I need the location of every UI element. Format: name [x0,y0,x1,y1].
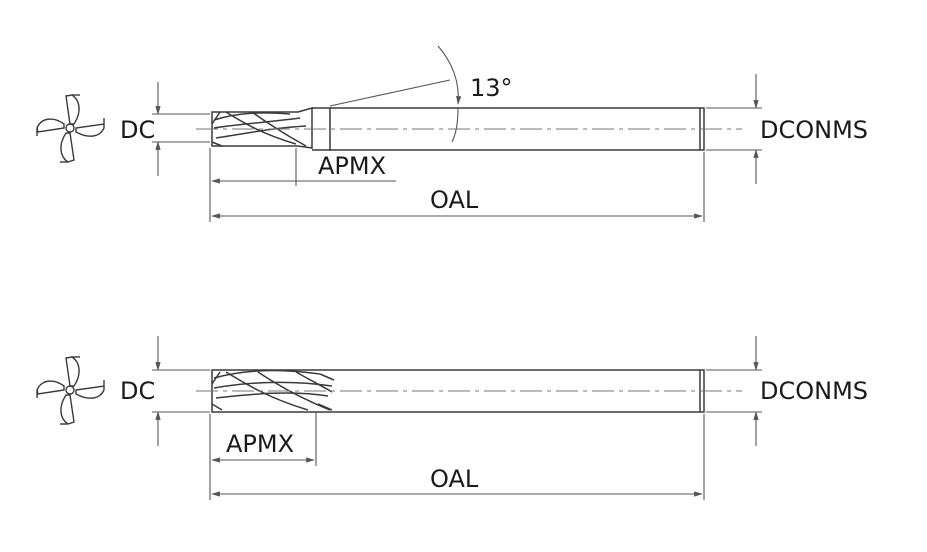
end-view-icon-1 [36,94,105,163]
dconms-label: DCONMS [760,377,868,405]
dc-dimension-1 [152,82,210,176]
oal-dimension-2 [211,414,705,500]
dc-label: DC [120,377,155,405]
dconms-dimension-2 [706,336,762,446]
apmx-label: APMX [226,430,294,458]
dc-label: DC [120,116,155,144]
tool-body-2 [211,369,705,413]
angle-dimension-1 [329,45,462,143]
oal-dimension-1 [211,152,705,222]
oal-label: OAL [430,465,479,493]
angle-label: 13° [470,74,513,102]
apmx-label: APMX [318,152,386,180]
dc-dimension-2 [152,336,210,446]
oal-label: OAL [430,186,479,214]
end-mill-drawing-1: DC 13° [36,45,868,222]
dconms-dimension-1 [706,74,762,184]
end-mill-drawing-2: DC DCONMS [36,336,868,500]
dconms-label: DCONMS [760,116,868,144]
end-view-icon-2 [36,356,105,425]
apmx-dimension-2 [209,412,317,500]
apmx-dimension-1 [209,148,396,222]
